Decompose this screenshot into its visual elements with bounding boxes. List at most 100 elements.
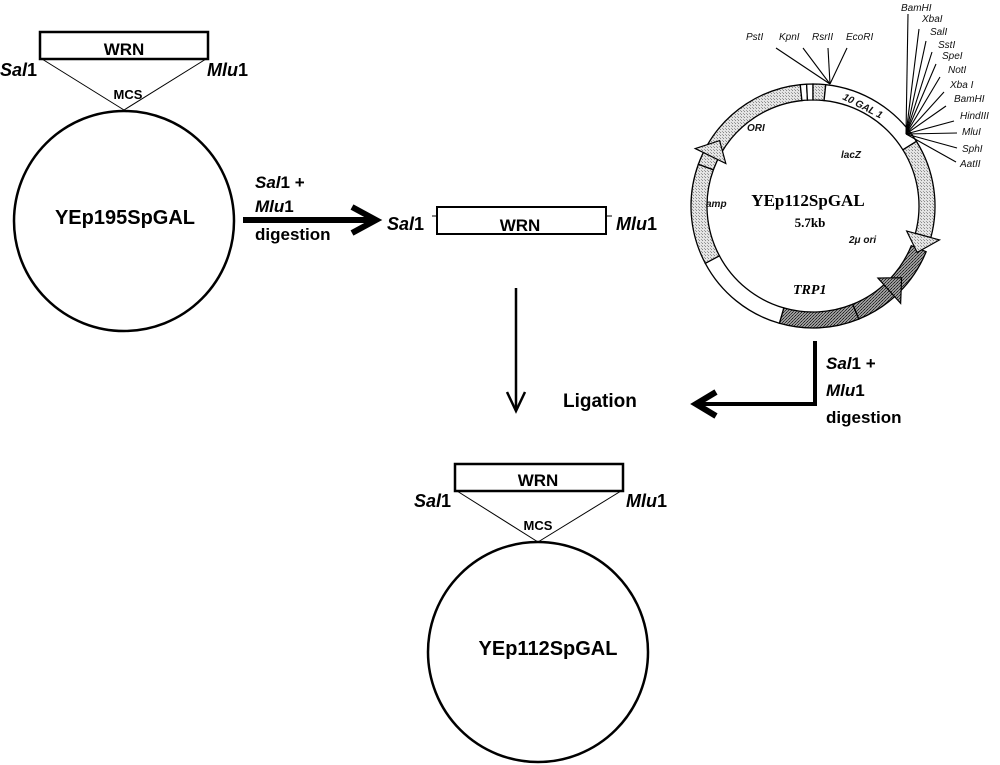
source-wrn-box: [38, 30, 210, 61]
mcs-site-line-7: [905, 105, 947, 135]
feature-lacz: lacZ: [841, 150, 862, 161]
ring-segment-amp: [690, 163, 721, 265]
source-mlu-num: 1: [238, 60, 248, 80]
vector-size: 5.7kb: [795, 215, 826, 230]
ring-segment-lacz: [901, 140, 936, 239]
digestion-step-1: Sal1 + Mlu1 digestion: [243, 173, 383, 244]
step2-sal-name: Sal: [826, 354, 853, 373]
source-plasmid-name: YEp195SpGAL: [55, 207, 195, 229]
product-wrn-box: [453, 462, 625, 493]
source-mcs-line-right: [123, 58, 207, 111]
site-label-bamhi-1: BamHI: [901, 3, 932, 14]
top-site-line-1: [802, 47, 831, 85]
feature-amp: amp: [706, 199, 727, 210]
ring-segment-gap-2: [805, 83, 814, 101]
digestion-arrow-1-head: [350, 204, 383, 236]
step1-action: digestion: [255, 225, 331, 244]
site-label-bamhi-2: BamHI: [954, 94, 985, 105]
site-label-rsrii: RsrII: [812, 32, 833, 43]
feature-trp1: TRP1: [793, 283, 826, 298]
vector-ring: [690, 83, 942, 329]
source-plasmid-circle: [12, 109, 236, 333]
product-sal-name: Sal: [414, 491, 442, 511]
digestion-arrow-2-shaft: [700, 341, 817, 406]
product-wrn-label: WRN: [518, 471, 559, 490]
site-label-hindiii: HindIII: [960, 111, 989, 122]
fragment-mlu-site: Mlu1: [616, 214, 657, 234]
fragment-sal-name: Sal: [387, 214, 415, 234]
mcs-site-line-6: [905, 91, 945, 135]
site-label-kpni: KpnI: [779, 32, 800, 43]
mcs-site-lines: [905, 13, 958, 163]
top-site-line-0: [775, 47, 831, 85]
fragment-wrn-box: [436, 206, 607, 235]
site-label-ecori: EcoRI: [846, 32, 873, 43]
site-label-sphi: SphI: [962, 144, 983, 155]
ligation-arrow-head: [505, 391, 527, 414]
step1-mlu-suffix: 1: [284, 197, 293, 216]
vector-map: YEp112SpGAL 5.7kb ORI amp lacZ 2μ ori TR…: [690, 3, 989, 329]
product-mlu-name: Mlu: [626, 491, 657, 511]
ring-segment-ori: [706, 83, 803, 154]
source-sal-num: 1: [27, 60, 37, 80]
site-label-mlui: MluI: [962, 127, 981, 138]
product-sal-site: Sal1: [414, 491, 451, 511]
site-label-sali: SalI: [930, 27, 947, 38]
site-label-noti: NotI: [948, 65, 967, 76]
source-plasmid: WRN MCS Sal1 Mlu1 YEp195SpGAL: [0, 30, 248, 333]
source-sal-site: Sal1: [0, 60, 37, 80]
mcs-site-line-1: [905, 28, 920, 135]
step1-sal-name: Sal: [255, 173, 282, 192]
top-site-line-2: [827, 47, 831, 85]
ring-segment-blank: [704, 254, 785, 325]
mcs-site-line-10: [905, 133, 958, 149]
mcs-site-line-4: [905, 63, 937, 135]
site-label-ssti: SstI: [938, 40, 955, 51]
source-mcs-line-left: [41, 58, 125, 111]
digestion-step-2: Sal1 + Mlu1 digestion: [690, 341, 902, 427]
site-label-spei: SpeI: [942, 51, 963, 62]
step1-sal-suffix: 1 +: [281, 173, 305, 192]
product-mlu-site: Mlu1: [626, 491, 667, 511]
source-sal-name: Sal: [0, 60, 28, 80]
ligation-step: Ligation: [505, 288, 637, 414]
ligation-label: Ligation: [563, 391, 637, 412]
digestion-arrow-2-head: [690, 389, 718, 419]
ring-segment-trp1: [778, 303, 860, 329]
mcs-site-line-11: [905, 133, 957, 163]
step1-enzyme2: Mlu1: [255, 197, 294, 216]
fragment-sal-site: Sal1: [387, 214, 424, 234]
product-mcs-line-right: [537, 490, 622, 543]
step1-mlu-name: Mlu: [255, 197, 285, 216]
mcs-site-line-3: [905, 51, 933, 135]
mcs-site-line-9: [905, 132, 958, 135]
product-mcs-line-left: [456, 490, 539, 543]
mcs-site-line-8: [905, 120, 955, 135]
fragment-wrn-label: WRN: [500, 216, 541, 235]
ring-segment-gal1-promoter: [823, 83, 918, 151]
source-mcs-label: MCS: [114, 87, 143, 102]
top-site-line-3: [829, 47, 848, 85]
amp-arrowhead: [693, 139, 727, 165]
mcs-site-line-5: [905, 76, 941, 135]
source-wrn-label: WRN: [104, 40, 145, 59]
site-label-psti: PstI: [746, 32, 763, 43]
wrn-fragment: Sal1 WRN Mlu1: [387, 206, 657, 235]
feature-ori: ORI: [747, 123, 765, 134]
product-plasmid-circle: [426, 540, 650, 764]
vector-name: YEp112SpGAL: [751, 191, 864, 210]
step2-mlu-suffix: 1: [855, 381, 864, 400]
step2-enzyme1: Sal1 +: [826, 354, 876, 373]
mcs-site-line-0: [905, 13, 909, 135]
mcs-site-line-2: [905, 40, 927, 135]
step2-sal-suffix: 1 +: [852, 354, 876, 373]
lacz-arrowhead: [905, 230, 942, 254]
feature-2micron-ori: 2μ ori: [848, 235, 876, 246]
product-plasmid-name: YEp112SpGAL: [479, 638, 618, 660]
product-mlu-num: 1: [657, 491, 667, 511]
fragment-mlu-num: 1: [647, 214, 657, 234]
fragment-mlu-name: Mlu: [616, 214, 647, 234]
step2-mlu-name: Mlu: [826, 381, 856, 400]
source-mlu-name: Mlu: [207, 60, 238, 80]
